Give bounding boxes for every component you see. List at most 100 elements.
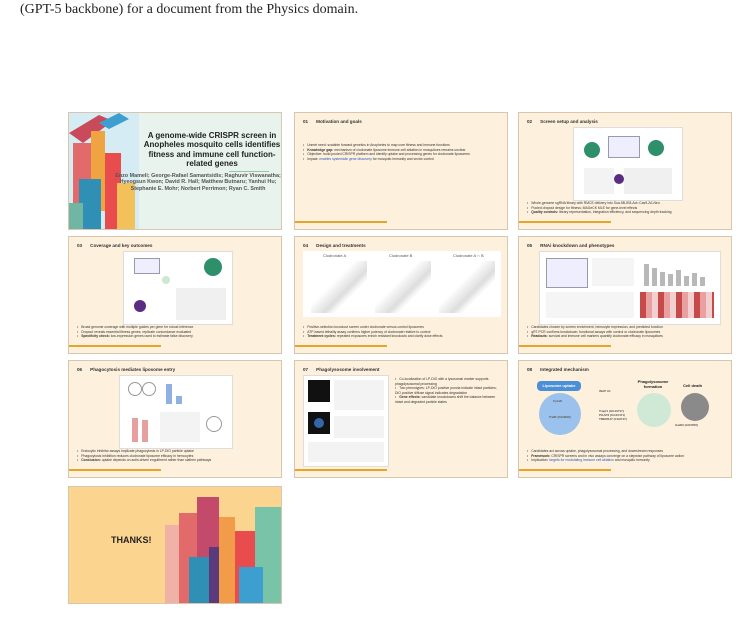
- thanks-slide[interactable]: THANKS!: [68, 486, 282, 604]
- bar: [668, 274, 673, 286]
- cell-icon: [128, 382, 142, 396]
- pie-chart: [584, 142, 600, 158]
- bullet: Knowledge gap: mechanism of clodronate l…: [303, 148, 470, 153]
- gene-label: GatD3 (GG5650): [675, 423, 699, 427]
- slide-title: A genome-wide CRISPR screen in Anopheles…: [143, 131, 281, 169]
- heatmap: [640, 292, 714, 318]
- author-list: Enzo Mameli; George-Rafael Samantsidis; …: [115, 173, 281, 192]
- bullet: Broad genome coverage with multiple guid…: [77, 325, 193, 330]
- gene-label: INAP A1: [599, 389, 611, 393]
- bullet: Implication: targets for modulating immu…: [527, 458, 684, 463]
- footer-accent: [69, 345, 161, 347]
- uptake-label: Liposome uptake: [537, 381, 581, 391]
- footer-accent: [519, 221, 611, 223]
- vector-diagram: [608, 136, 640, 158]
- bullet: Candidates chosen by screen enrichment, …: [527, 325, 663, 330]
- micrograph: [308, 380, 330, 402]
- bullet: Impact: enables systematic gene discover…: [303, 157, 470, 162]
- gene-table: [592, 258, 634, 286]
- bar: [684, 276, 689, 286]
- bullet: Readouts: survival and immune cell marke…: [527, 334, 663, 339]
- scatter-plot: [176, 288, 226, 320]
- phagocytosis-figure: [119, 375, 233, 449]
- workflow-diagram: [134, 258, 160, 274]
- bar: [644, 264, 649, 286]
- bullet-list: Whole-genome sgRNA library with RMCE del…: [527, 201, 671, 215]
- panel-label: Clodronate A: [323, 253, 347, 258]
- bullet: Quality controls: library representation…: [527, 210, 671, 215]
- scatter-plot: [624, 168, 672, 194]
- cell-icon: [206, 416, 222, 432]
- bar: [676, 270, 681, 286]
- footer-accent: [295, 345, 387, 347]
- cell-icon: [637, 393, 671, 427]
- footer-accent: [519, 469, 611, 471]
- panel-label: Clodronate A ∩ B: [453, 253, 484, 258]
- dot-plot: [334, 416, 384, 438]
- title-slide[interactable]: A genome-wide CRISPR screen in Anopheles…: [68, 112, 282, 230]
- bullet: ATP-based lethality assay confirms highe…: [303, 330, 442, 335]
- bullet: Whole-genome sgRNA library with RMCE del…: [527, 201, 671, 206]
- bar-chart: [162, 380, 192, 404]
- bullet: Pooled dropout design for fitness; MAGeC…: [527, 206, 671, 211]
- bullet: Unmet need: scalable forward genetics in…: [303, 143, 470, 148]
- gene-label: TrafK (CG3000): [549, 415, 571, 419]
- survival-plot: [546, 292, 634, 318]
- dot-plot: [308, 442, 384, 462]
- footer-accent: [519, 345, 611, 347]
- bullet-list: Positive-selection knockout screen under…: [303, 325, 442, 339]
- cityscape-art: [165, 497, 281, 603]
- bullet-list: Co-localization of LP-DiO with a lysosom…: [395, 377, 499, 405]
- bar: [166, 384, 172, 404]
- bullet: Conclusion: uptake depends on actin-driv…: [77, 458, 211, 463]
- rnai-figure: [539, 251, 721, 325]
- microscopy-figure: [303, 375, 389, 467]
- thanks-text: THANKS!: [111, 535, 152, 545]
- bullet: Positive-selection knockout screen under…: [303, 325, 442, 330]
- pie-chart: [204, 258, 222, 276]
- marker-dot: [134, 300, 146, 312]
- bar: [700, 277, 705, 286]
- bullet: qRT-PCR confirms knockdown; functional a…: [527, 330, 663, 335]
- bar: [132, 418, 138, 442]
- footer-accent: [295, 469, 387, 471]
- bullet-list: Unmet need: scalable forward genetics in…: [303, 143, 470, 161]
- figure-caption: (GPT-5 backbone) for a document from the…: [20, 2, 359, 17]
- screen-figure: [573, 127, 683, 201]
- panel-label: Clodronate B: [389, 253, 413, 258]
- footer-accent: [69, 469, 161, 471]
- mechanism-diagram: Liposome uptake CytoR TrafK (CG3000) INA…: [533, 375, 721, 445]
- scatter-panel: [311, 261, 367, 313]
- marker-dot: [614, 174, 624, 184]
- bullet-list: Candidates act across uptake, phagolysos…: [527, 449, 684, 463]
- bar: [652, 268, 657, 286]
- cell-icon: [162, 276, 170, 284]
- bullet-list: Endocytic inhibitor assays implicate pha…: [77, 449, 211, 463]
- gene-label: Trapf1 (GG10717) PGAP3 (GG10471) TMEM147…: [599, 409, 627, 421]
- footer-accent: [295, 221, 387, 223]
- knockdown-schematic: [546, 258, 588, 288]
- bar: [142, 420, 148, 442]
- histogram: [584, 168, 614, 194]
- bullet: Specificity check: low-expression genes …: [77, 334, 193, 339]
- phago-label: Phagolysosome formation: [637, 379, 669, 389]
- bullet: Endocytic inhibitor assays implicate pha…: [77, 449, 211, 454]
- bullet: Objective: build pooled CRISPR platform …: [303, 152, 470, 157]
- bar: [660, 272, 665, 286]
- scatter-panel: [375, 261, 431, 313]
